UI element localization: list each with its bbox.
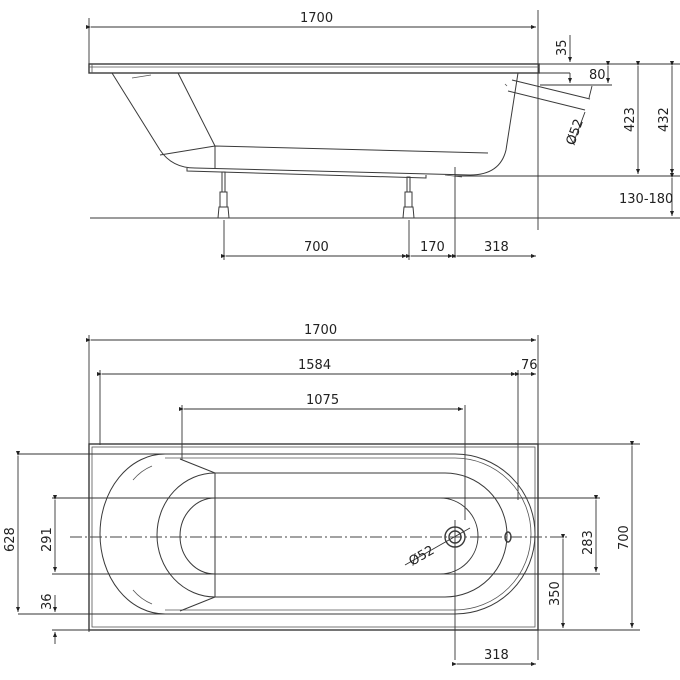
dim-label: 628: [3, 527, 18, 552]
dim-label: 700: [617, 525, 632, 550]
dim-label: 291: [40, 527, 55, 552]
dim-side-depth-423: 423: [455, 61, 680, 177]
dim-label: 283: [581, 530, 596, 555]
side-view: 1700: [86, 10, 680, 260]
dim-label: 1700: [300, 11, 333, 26]
dim-label: 1700: [304, 323, 337, 338]
dim-label: 318: [484, 648, 509, 663]
dim-top-outer-width: 700: [617, 441, 634, 628]
dim-side-rim-35: 35: [539, 35, 680, 65]
dim-label: 80: [589, 68, 606, 83]
dim-top-bottom-length: 1075: [179, 393, 463, 411]
dim-side-leg-spacing: 700: [221, 220, 410, 260]
dim-top-inner-width: 628: [3, 451, 20, 612]
support-leg-right: [402, 176, 415, 219]
overflow-pipe: [504, 79, 591, 111]
dim-top-drain-from-edge: 350: [548, 534, 565, 628]
dim-side-overall-length: 1700: [86, 10, 539, 230]
dim-top-overall-length: 1700: [86, 323, 536, 342]
dim-top-inner-length: 1584: [97, 358, 516, 376]
dim-label: 423: [623, 107, 638, 132]
dim-top-side-offset: 36: [40, 593, 57, 644]
dim-top-drain-to-end: 318: [452, 648, 536, 666]
dim-top-bottom-width: 291: [40, 495, 57, 572]
dim-label: 35: [555, 39, 570, 56]
overflow-hole: [504, 531, 512, 543]
dim-label: 700: [304, 240, 329, 255]
dim-label: Ø52: [564, 117, 587, 147]
dim-side-leg-to-drain: 170: [406, 240, 453, 258]
dim-label: 1584: [298, 358, 331, 373]
dim-label: Ø52: [407, 543, 438, 569]
dim-label: 1075: [306, 393, 339, 408]
drain-hole: Ø52: [404, 520, 471, 660]
dim-side-overflow-diameter: Ø52: [564, 111, 587, 147]
top-view: 1700 1584 76 1075: [3, 323, 640, 666]
bathtub-rim: [88, 63, 540, 74]
dim-label: 170: [420, 240, 445, 255]
bathtub-body: [111, 72, 519, 179]
dim-top-end-offset: 76: [515, 358, 538, 376]
dim-side-overflow-80: 80: [539, 61, 612, 99]
dim-side-drain-to-end: 318: [452, 240, 536, 258]
dim-label: 36: [40, 593, 55, 610]
dim-label: 318: [484, 240, 509, 255]
dim-label: 350: [548, 581, 563, 606]
dim-side-leg-height: 130-180: [619, 173, 674, 216]
dim-top-drain-area-width: 283: [581, 495, 598, 572]
dim-label: 130-180: [619, 192, 673, 207]
dim-side-height-432: 432: [657, 61, 674, 174]
support-leg-left: [217, 171, 230, 219]
dim-label: 76: [521, 358, 538, 373]
dim-label: 432: [657, 107, 672, 132]
